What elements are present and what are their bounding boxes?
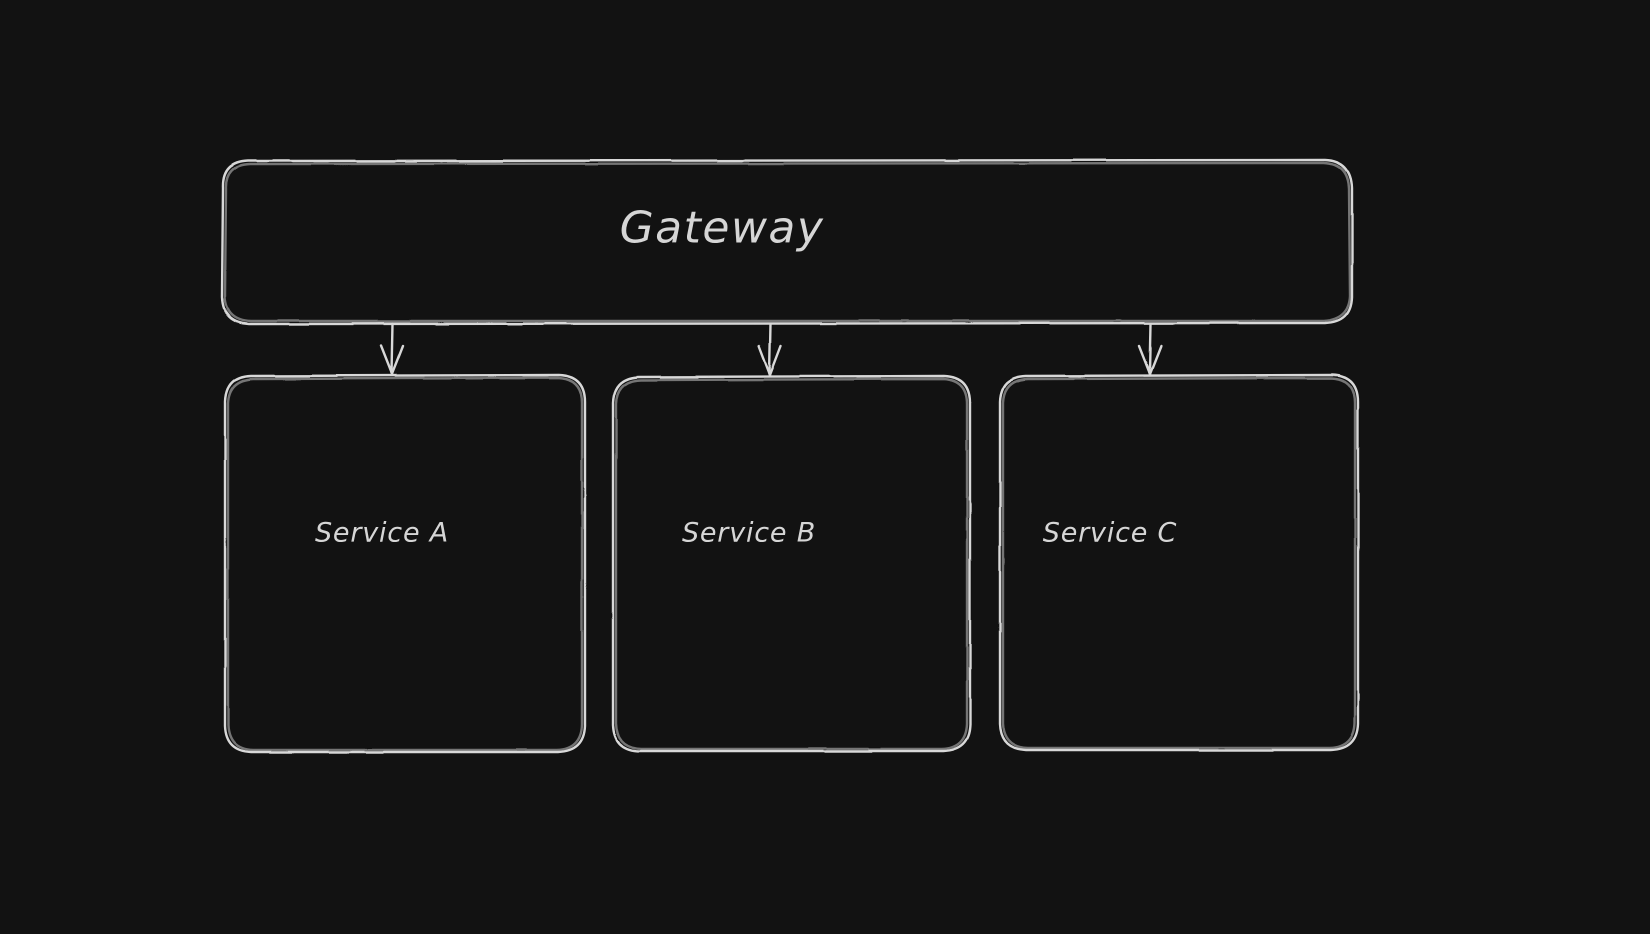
edge-gateway-service-c[interactable] — [1137, 322, 1163, 376]
node-label-service-a: Service A — [314, 517, 450, 549]
node-label-service-c: Service C — [1042, 517, 1178, 549]
node-service-c-outline[interactable] — [998, 373, 1360, 752]
edge-gateway-service-a[interactable] — [379, 322, 405, 376]
node-label-gateway: Gateway — [619, 202, 825, 254]
node-service-a-outline[interactable] — [223, 373, 587, 754]
edge-gateway-service-b[interactable] — [757, 322, 783, 377]
node-service-b-outline[interactable] — [611, 374, 972, 753]
node-label-service-b: Service B — [681, 517, 817, 549]
node-gateway-outline[interactable] — [220, 158, 1354, 326]
